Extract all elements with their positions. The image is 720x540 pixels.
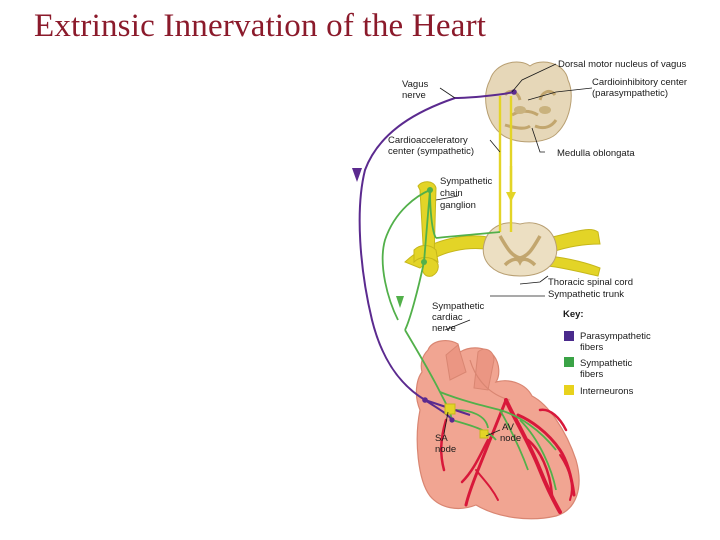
legend-label-parasympathetic: Parasympathetic fibers	[580, 331, 653, 353]
label-chain-ganglion: Sympathetic chain ganglion	[440, 176, 495, 211]
thoracic-cord	[404, 222, 601, 277]
parasympathetic-arrowheads	[352, 89, 517, 423]
medulla-section	[485, 61, 572, 143]
slide-title: Extrinsic Innervation of the Heart	[34, 8, 487, 44]
legend: Key: Parasympathetic fibers Sympathetic …	[563, 309, 653, 397]
sympathetic-fibers	[381, 189, 557, 491]
coronary-vessels	[440, 398, 576, 514]
heart	[415, 340, 580, 520]
label-cardioaccel: Cardioacceleratory center (sympathetic)	[388, 135, 474, 157]
legend-swatch-parasympathetic	[564, 331, 574, 341]
label-cardioinhibitory: Cardioinhibitory center (parasympathetic…	[592, 77, 690, 99]
label-medulla: Medulla oblongata	[557, 148, 635, 159]
interneuron-fibers	[498, 96, 513, 232]
label-dorsal-motor: Dorsal motor nucleus of vagus	[558, 59, 687, 70]
sa-node-marker	[444, 403, 456, 415]
legend-label-interneurons: Interneurons	[580, 386, 634, 397]
label-vagus: Vagus nerve	[402, 79, 431, 101]
av-node-marker	[479, 429, 489, 439]
interneuron-arrowhead	[506, 192, 516, 202]
legend-swatch-sympathetic	[564, 357, 574, 367]
label-sympathetic-trunk: Sympathetic trunk	[548, 289, 624, 300]
label-sa-node: SA node	[435, 433, 456, 455]
legend-title: Key:	[563, 309, 584, 320]
leader-lines	[435, 63, 593, 437]
legend-swatch-interneurons	[564, 385, 574, 395]
legend-label-sympathetic: Sympathetic fibers	[580, 358, 635, 380]
label-thoracic-cord: Thoracic spinal cord	[548, 277, 633, 288]
label-av-node: AV node	[500, 422, 521, 444]
label-cardiac-nerve: Sympathetic cardiac nerve	[432, 301, 487, 334]
